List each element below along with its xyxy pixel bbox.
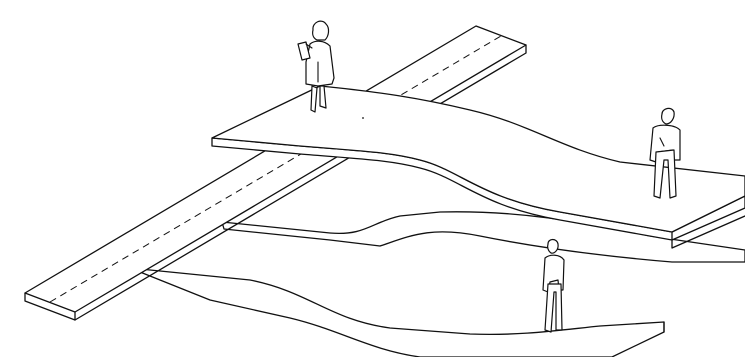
- person-man-lower: [543, 240, 564, 333]
- lower-deck: [130, 268, 664, 357]
